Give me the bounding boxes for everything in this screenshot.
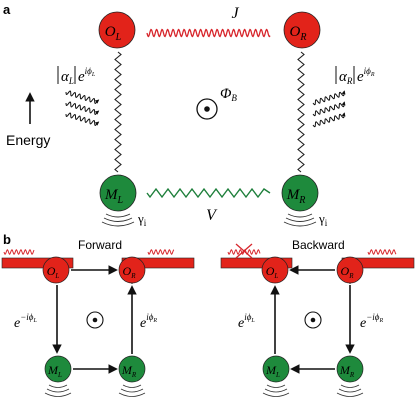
backward-node-o-right: OR <box>336 256 364 284</box>
coupling-j-label: J <box>231 5 239 22</box>
coupling-j-wave <box>146 28 271 38</box>
svg-text:ML: ML <box>47 363 62 379</box>
backward-phase-right: e−iϕR <box>360 312 383 331</box>
drive-left-label: αL eiϕL <box>57 66 96 86</box>
gamma-left-label: γi <box>137 211 147 228</box>
forward-field-icon <box>86 311 104 329</box>
svg-text:OR: OR <box>290 24 307 43</box>
backward-diagram: Backward OL OR ML <box>220 238 415 397</box>
node-m-left: ML <box>99 174 137 212</box>
panel-a: a J V OL OR ML MR <box>3 2 375 228</box>
backward-node-m-left: ML <box>262 355 290 383</box>
forward-node-m-right: MR <box>118 355 146 383</box>
svg-text:αL: αL <box>61 69 74 86</box>
backward-field-icon <box>304 311 322 329</box>
backward-damping-arcs-icon <box>262 384 364 397</box>
forward-input-wave <box>3 249 35 255</box>
coupling-v-wave <box>146 187 271 199</box>
svg-text:MR: MR <box>286 187 306 206</box>
forward-damping-arcs-icon <box>44 384 146 397</box>
svg-text:OR: OR <box>341 264 355 280</box>
forward-phase-left: e−iϕL <box>14 312 37 331</box>
right-vertical-coupling-wave <box>297 51 305 173</box>
forward-phase-right: eiϕR <box>140 312 157 331</box>
panel-a-label: a <box>3 2 11 17</box>
svg-text:OL: OL <box>47 264 60 280</box>
energy-label: Energy <box>6 132 50 148</box>
wavy-arrows-icon <box>312 90 346 128</box>
svg-text:eiϕR: eiϕR <box>357 66 375 85</box>
coupling-v-label: V <box>206 207 218 224</box>
svg-text:αR: αR <box>339 69 353 86</box>
backward-waveguide-left <box>220 257 293 269</box>
backward-node-m-right: MR <box>336 355 364 383</box>
forward-node-o-left: OL <box>42 256 70 284</box>
forward-title: Forward <box>78 238 122 252</box>
node-m-right: MR <box>281 174 319 212</box>
svg-text:ML: ML <box>265 363 280 379</box>
gamma-right-label: γi <box>318 211 328 228</box>
forward-output-wave <box>147 249 175 255</box>
backward-input-wave <box>367 249 397 255</box>
forward-node-m-left: ML <box>44 355 72 383</box>
backward-title: Backward <box>292 238 345 252</box>
svg-text:OL: OL <box>266 264 279 280</box>
svg-text:OL: OL <box>105 24 122 43</box>
backward-phase-left: eiϕL <box>238 312 255 331</box>
forward-waveguide-left <box>1 257 74 269</box>
flux-label: ΦB <box>220 86 237 103</box>
panel-b: b Forward OL OR ML <box>1 232 415 397</box>
blocked-cross-icon <box>235 243 253 259</box>
forward-node-o-right: OR <box>118 256 146 284</box>
field-out-of-page-icon <box>196 98 218 120</box>
svg-text:MR: MR <box>339 363 355 379</box>
svg-text:ML: ML <box>104 187 124 206</box>
wavy-arrows-icon <box>65 90 100 126</box>
svg-text:OR: OR <box>123 264 137 280</box>
panel-b-label: b <box>3 232 11 247</box>
damping-arcs-icon <box>101 213 317 227</box>
node-o-right: OR <box>283 11 321 49</box>
svg-text:MR: MR <box>121 363 137 379</box>
node-o-left: OL <box>98 11 136 49</box>
drive-right-label: αR eiϕR <box>335 66 375 86</box>
backward-node-o-left: OL <box>261 256 289 284</box>
left-vertical-coupling-wave <box>114 51 122 173</box>
svg-text:eiϕL: eiϕL <box>78 66 96 85</box>
forward-diagram: Forward OL OR ML M <box>1 238 195 397</box>
